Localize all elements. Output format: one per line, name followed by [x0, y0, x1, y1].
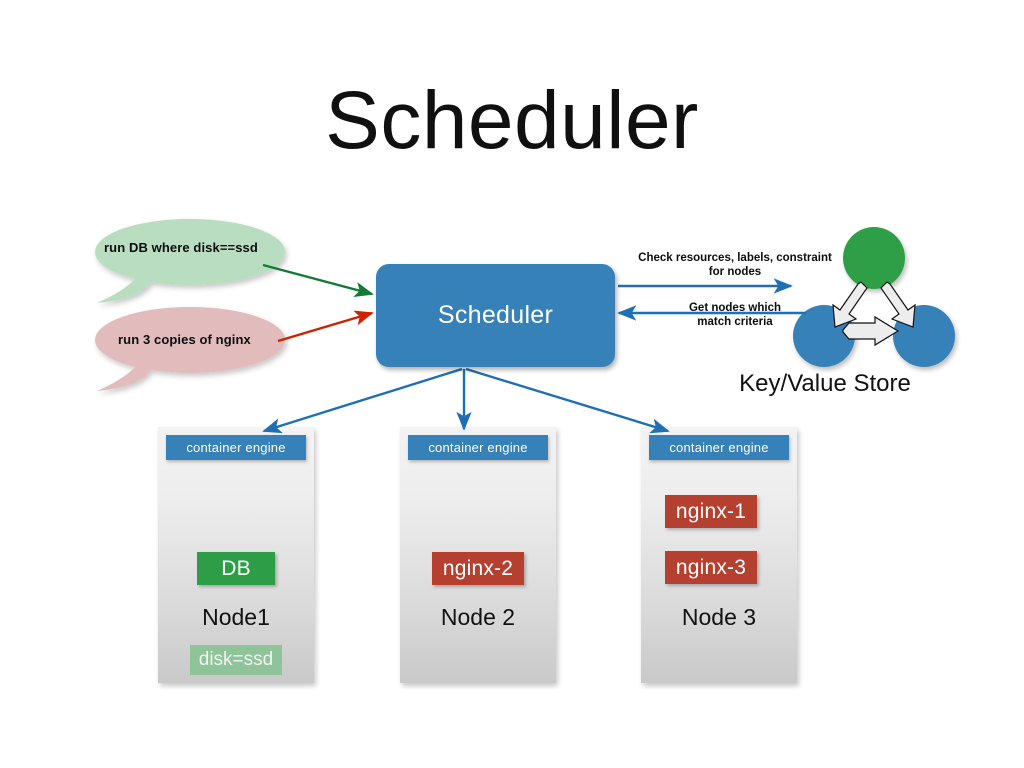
- container-chip-nginx-1[interactable]: nginx-1: [665, 495, 757, 528]
- kv-link-arrows: [832, 281, 916, 347]
- container-chip-nginx-3[interactable]: nginx-3: [665, 551, 757, 584]
- arrow-scheduler-node1: [262, 367, 463, 434]
- caption-get-nodes: Get nodes which match criteria: [688, 302, 781, 328]
- container-chip-nginx-2[interactable]: nginx-2: [432, 552, 524, 585]
- key-value-store-label: Key/Value Store: [739, 370, 911, 397]
- container-chip-db[interactable]: DB: [197, 552, 275, 585]
- container-chip-nginx-3-label: nginx-3: [675, 555, 747, 579]
- node-tag-disk-ssd: disk=ssd: [190, 645, 282, 675]
- container-chip-db-label: DB: [221, 556, 251, 580]
- scheduler-label: Scheduler: [437, 301, 554, 329]
- container-engine-bar-node2[interactable]: container engine: [408, 435, 548, 460]
- arrow-run-nginx: [277, 310, 374, 343]
- node-panel-node2[interactable]: container engine nginx-2 Node 2: [400, 427, 556, 683]
- node-name-node1: Node1: [202, 604, 270, 630]
- container-engine-label-node2: container engine: [428, 440, 528, 455]
- scheduler-box[interactable]: Scheduler: [376, 264, 615, 367]
- node-name-node3: Node 3: [681, 604, 757, 630]
- caption-check-resources: Check resources, labels, constraint for …: [638, 252, 832, 278]
- container-engine-bar-node1[interactable]: container engine: [166, 435, 306, 460]
- container-chip-nginx-1-label: nginx-1: [675, 499, 747, 523]
- node-tag-disk-ssd-label: disk=ssd: [198, 649, 274, 670]
- node-panel-node1[interactable]: container engine DB Node1 disk=ssd: [158, 427, 314, 683]
- container-engine-label-node3: container engine: [669, 440, 769, 455]
- bubble-pink-label: run 3 copies of nginx: [118, 332, 251, 347]
- container-engine-label-node1: container engine: [186, 440, 286, 455]
- kv-node-right: [893, 305, 955, 367]
- bubble-pink-shape: [95, 307, 285, 391]
- page-title: Scheduler: [325, 75, 699, 166]
- arrow-scheduler-node3: [465, 367, 670, 434]
- arrow-run-db: [262, 263, 374, 297]
- node-panel-node3[interactable]: container engine nginx-1 nginx-3 Node 3: [641, 427, 797, 683]
- bubble-green-label: run DB where disk==ssd: [104, 240, 258, 255]
- container-engine-bar-node3[interactable]: container engine: [649, 435, 789, 460]
- node-name-node2: Node 2: [440, 604, 516, 630]
- container-chip-nginx-2-label: nginx-2: [442, 556, 514, 580]
- bubble-green-shape: [95, 219, 285, 303]
